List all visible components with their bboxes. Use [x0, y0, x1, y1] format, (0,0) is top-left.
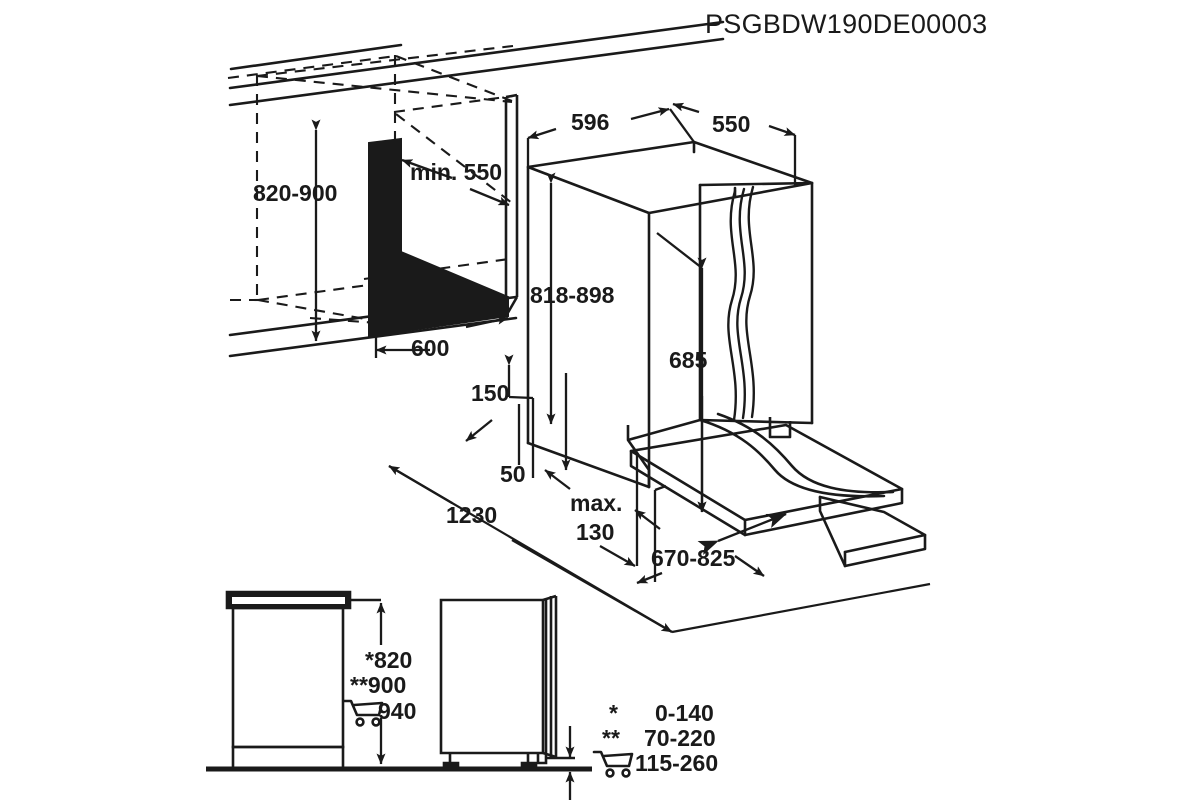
cart-body-legend — [592, 750, 634, 768]
hidden-edge-diag-c — [395, 55, 513, 102]
legend-marker-double: ** — [602, 725, 620, 751]
front-view-height-cart: 940 — [378, 698, 417, 724]
legend-cart-icon — [592, 750, 634, 778]
dim-label-plinth-max-value: 130 — [576, 519, 615, 545]
drain-hose-curve — [698, 418, 886, 498]
appliance-top-face — [526, 140, 814, 215]
dim-670-825-leader-up — [634, 509, 661, 530]
hidden-edge-back-top — [393, 94, 514, 114]
dim-label-door-panel-height: 670-825 — [651, 545, 736, 571]
dim-label-cabinet-height: 820-900 — [253, 180, 338, 206]
cart-wheel-front-legend — [605, 768, 615, 778]
floor-plane-edge-right — [671, 582, 931, 634]
worktop-front-edge-main — [228, 37, 725, 107]
plinth-second-tier-left — [818, 495, 847, 568]
dim-label-appliance-height: 818-898 — [530, 282, 615, 308]
dim-50-leader-right — [544, 469, 571, 490]
plinth-right-face — [743, 487, 904, 537]
dim-min550-leader-right — [469, 187, 510, 207]
dim-670-825-leader-right — [734, 555, 765, 577]
dim-596-line-right — [630, 107, 670, 121]
plinth-adjust-arrow — [697, 512, 787, 555]
dim-label-plinth-max-prefix: max. — [570, 490, 623, 516]
door-break-line — [727, 185, 755, 422]
side-panel-cap — [505, 93, 518, 99]
cart-wheel-back-legend — [621, 768, 631, 778]
dim-label-appliance-width: 596 — [571, 109, 610, 135]
worktop-top-edge-left — [229, 43, 403, 71]
dim-150-ext — [508, 395, 534, 400]
toe-kick-panel — [627, 418, 701, 442]
door-panel-bottom — [698, 418, 814, 425]
cart-body-front — [342, 699, 384, 717]
plinth-second-tier-top — [818, 495, 927, 554]
legend-value-cart: 115-260 — [635, 750, 719, 776]
legend-marker-single: * — [609, 700, 618, 726]
appliance-front-bottom — [526, 441, 651, 489]
side-panel-foot — [504, 296, 519, 317]
floor-plane-edge-left — [388, 465, 673, 633]
dim-min550-leader-left — [401, 158, 453, 180]
worktop-top-edge-main — [228, 20, 725, 90]
dim-596-ext-right — [669, 108, 695, 143]
dim-label-appliance-depth: 550 — [712, 111, 751, 137]
legend-value-single: 0-140 — [655, 700, 714, 726]
side-view-foot-right — [520, 753, 538, 770]
hidden-edge-back-right — [395, 113, 513, 204]
dim-label-plinth-recess: 150 — [471, 380, 510, 406]
drain-hose-curve-2 — [716, 412, 895, 494]
niche-black-fill — [368, 137, 509, 338]
side-view-door-top — [542, 594, 557, 602]
dimension-lines-floor — [388, 454, 931, 634]
dim-600-leader-right — [465, 315, 509, 329]
door-panel-top — [698, 181, 814, 187]
legend-value-double: 70-220 — [644, 725, 716, 751]
hidden-edge-top-left-diag — [227, 54, 397, 80]
dim-label-cabinet-width: 600 — [411, 335, 450, 361]
dim-550-line-right — [768, 124, 796, 137]
drawing-code-title: PSGBDW190DE00003 — [705, 9, 988, 39]
side-view-foot-left — [442, 753, 460, 770]
dim-label-plinth-offset: 50 — [500, 461, 526, 487]
front-view-plinth — [231, 745, 345, 770]
dim-670-825-ext-top — [654, 484, 667, 492]
dim-596-line-left — [527, 127, 557, 140]
break-wave-2 — [736, 187, 746, 420]
side-view-body — [439, 598, 545, 755]
plinth-second-tier-front — [843, 533, 927, 568]
hidden-edge-diag-b — [256, 74, 513, 104]
front-view-height-double-star: **900 — [350, 672, 407, 698]
front-view-body — [231, 606, 345, 749]
hidden-edge-diag-a — [256, 44, 514, 78]
break-wave-1 — [727, 189, 737, 422]
side-view-door-bottom — [542, 751, 557, 759]
dim-label-door-clearance: 1230 — [446, 502, 498, 528]
dim-550-ext-right2 — [794, 181, 813, 187]
cabinet-side-panel — [504, 93, 519, 317]
side-view-group — [406, 594, 592, 772]
cart-wheel-front-b — [371, 717, 381, 727]
front-view-worktop-outline — [225, 590, 352, 610]
plinth-drop-leaders — [561, 373, 707, 513]
front-view-height-star: *820 — [365, 647, 413, 673]
dim-550-line-left — [672, 102, 700, 114]
dim-max130-leader — [599, 545, 636, 567]
dim-670-825-leader-dn — [636, 571, 663, 585]
dim-685-leader — [656, 232, 703, 269]
cart-wheel-front-a — [355, 717, 365, 727]
dim-label-cabinet-depth-min: min. 550 — [410, 159, 503, 185]
break-wave-3 — [745, 185, 755, 419]
front-view-worktop-inner — [232, 597, 345, 604]
base-rail-front-edge — [228, 316, 518, 358]
dim-50-leader-left — [465, 419, 493, 442]
front-view-cart-icon — [342, 699, 384, 727]
dim-label-door-height: 685 — [669, 347, 708, 373]
